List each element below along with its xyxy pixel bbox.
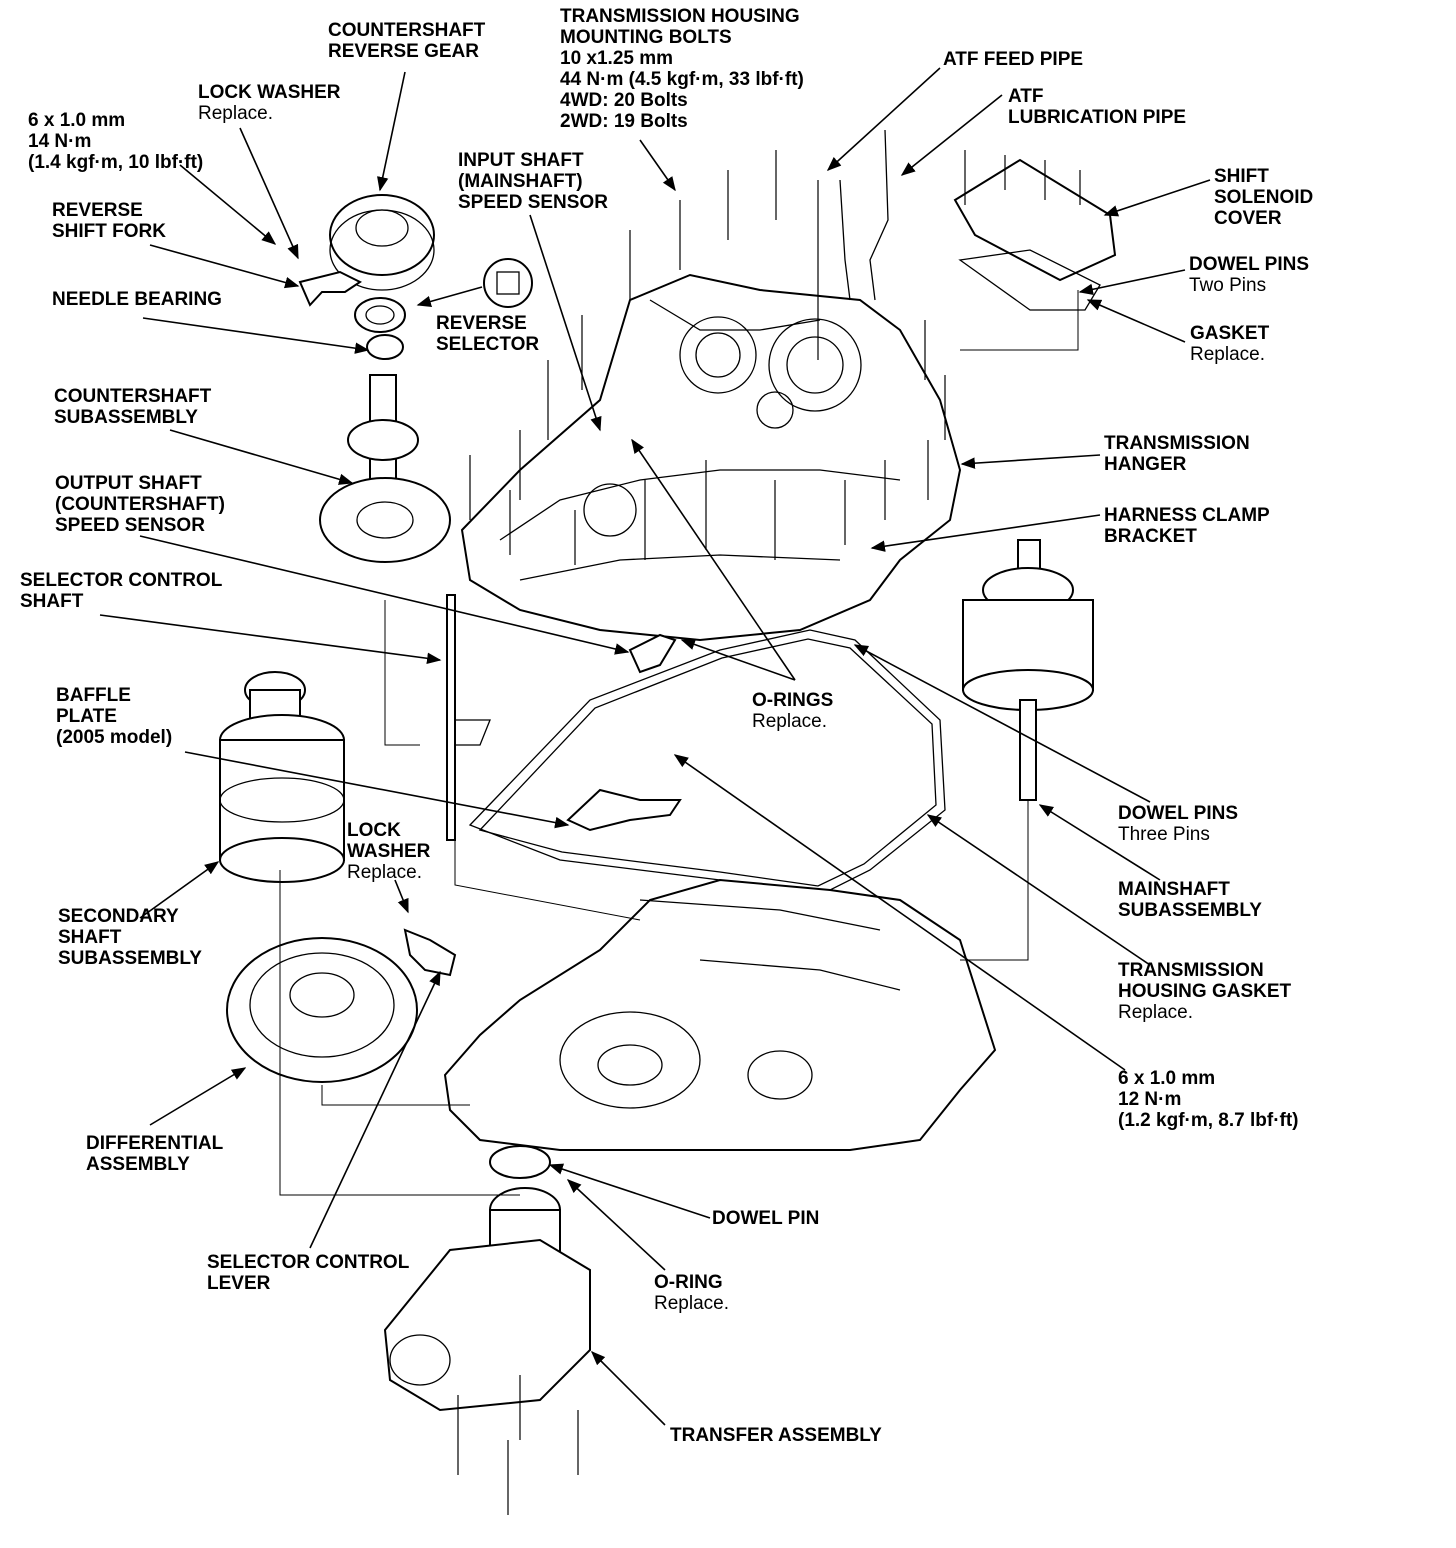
transmission-housing-gasket — [468, 629, 946, 896]
label-bolt-6x1-bottom: 6 x 1.0 mm 12 N·m (1.2 kgf·m, 8.7 lbf·ft… — [1118, 1068, 1299, 1131]
label-countershaft-reverse-gear: COUNTERSHAFT REVERSE GEAR — [328, 20, 486, 62]
label-o-rings: O-RINGS Replace. — [752, 690, 834, 732]
countershaft-reverse-gear — [329, 194, 435, 291]
differential-assembly — [226, 937, 418, 1083]
label-gasket: GASKET Replace. — [1190, 323, 1270, 365]
countershaft-subassembly — [319, 374, 451, 563]
baffle-plate — [566, 788, 682, 832]
reverse-shift-fork — [298, 270, 362, 307]
shift-solenoid-cover — [953, 150, 1117, 311]
transmission-case-lower — [443, 878, 997, 1151]
housing-bolts — [469, 150, 946, 565]
selector-control-shaft — [446, 594, 491, 841]
label-countershaft-subassembly: COUNTERSHAFT SUBASSEMBLY — [54, 386, 212, 428]
transmission-case-upper — [460, 273, 962, 642]
label-o-ring: O-RING Replace. — [654, 1272, 729, 1314]
label-lock-washer-mid: LOCK WASHER Replace. — [347, 820, 431, 883]
selector-control-lever — [403, 928, 457, 977]
label-mainshaft-subassembly: MAINSHAFT SUBASSEMBLY — [1118, 879, 1262, 921]
label-dowel-pin: DOWEL PIN — [712, 1208, 820, 1229]
atf-pipes — [839, 129, 889, 301]
label-lock-washer-top: LOCK WASHER Replace. — [198, 82, 341, 124]
label-bolt-6x1-top: 6 x 1.0 mm 14 N·m (1.4 kgf·m, 10 lbf·ft) — [28, 110, 204, 173]
label-input-shaft-sensor: INPUT SHAFT (MAINSHAFT) SPEED SENSOR — [458, 150, 608, 213]
label-selector-control-shaft: SELECTOR CONTROL SHAFT — [20, 570, 223, 612]
label-atf-feed-pipe: ATF FEED PIPE — [943, 49, 1084, 70]
label-reverse-selector: REVERSE SELECTOR — [436, 313, 540, 355]
label-transfer-assembly: TRANSFER ASSEMBLY — [670, 1425, 882, 1446]
label-output-shaft-sensor: OUTPUT SHAFT (COUNTERSHAFT) SPEED SENSOR — [55, 473, 225, 536]
leader-lines — [99, 67, 1211, 1426]
secondary-shaft-subassembly — [219, 671, 345, 883]
reverse-selector-detail — [483, 258, 533, 308]
alignment-guides — [279, 290, 1079, 1196]
output-shaft-sensor — [628, 633, 677, 674]
label-dowel-pins-two: DOWEL PINS Two Pins — [1189, 254, 1309, 296]
label-housing-gasket: TRANSMISSION HOUSING GASKET Replace. — [1118, 960, 1292, 1023]
label-differential-assembly: DIFFERENTIAL ASSEMBLY — [86, 1133, 224, 1175]
label-shift-solenoid-cover: SHIFT SOLENOID COVER — [1214, 166, 1314, 229]
mainshaft-subassembly — [962, 539, 1094, 801]
label-reverse-shift-fork: REVERSE SHIFT FORK — [52, 200, 166, 242]
label-harness-clamp-bracket: HARNESS CLAMP BRACKET — [1104, 505, 1270, 547]
label-atf-lubrication-pipe: ATF LUBRICATION PIPE — [1008, 86, 1187, 128]
label-needle-bearing: NEEDLE BEARING — [52, 289, 222, 310]
label-baffle-plate: BAFFLE PLATE (2005 model) — [56, 685, 173, 748]
label-secondary-shaft: SECONDARY SHAFT SUBASSEMBLY — [58, 906, 202, 969]
label-transmission-hanger: TRANSMISSION HANGER — [1104, 433, 1250, 475]
reverse-selector-ring — [354, 297, 406, 360]
transfer-assembly — [383, 1145, 591, 1515]
label-dowel-pins-three: DOWEL PINS Three Pins — [1118, 803, 1238, 845]
label-selector-control-lever: SELECTOR CONTROL LEVER — [207, 1252, 410, 1294]
label-housing-mounting-bolts: TRANSMISSION HOUSING MOUNTING BOLTS 10 x… — [560, 6, 804, 132]
